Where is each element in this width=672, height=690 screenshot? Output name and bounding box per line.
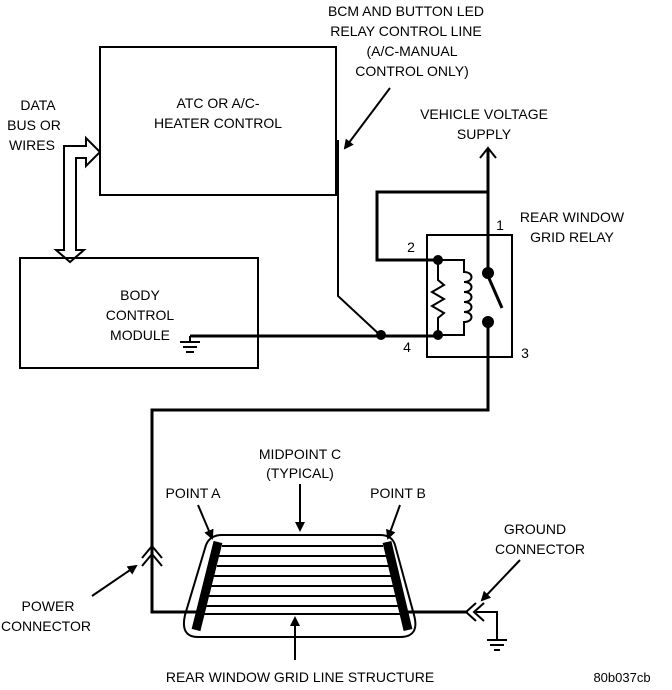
point-b-label: POINT B [370,485,426,501]
data-bus-arrow [53,135,102,264]
relay-label-2: GRID RELAY [530,229,614,245]
pin-2-label: 2 [407,239,415,255]
ground-icon [487,639,507,651]
ground-label-1: GROUND [504,521,566,537]
relay-coil [438,259,473,336]
relay-resistor [430,260,446,335]
control-line-label-3: (A/C-MANUAL [366,43,457,59]
midpoint-label-1: MIDPOINT C [259,446,341,462]
control-line-label-4: CONTROL ONLY) [355,63,469,79]
power-label-1: POWER [22,598,75,614]
grid-feed-wire [150,322,490,614]
figure-code: 80b037cb [593,670,650,685]
control-line-label-1: BCM AND BUTTON LED [328,3,484,19]
supply-label-2: SUPPLY [457,126,512,142]
atc-label-1: ATC OR A/C- [177,95,260,111]
bus-label-1: DATA [20,97,56,113]
contact-1 [482,267,494,279]
relay-control-wire [337,140,381,336]
ground-connector-pointer [480,559,521,602]
control-line-pointer [343,87,391,150]
bcm-label-1: BODY [120,287,160,303]
power-label-2: CONNECTOR [1,618,91,634]
grid-lines [203,545,403,615]
supply-label-1: VEHICLE VOLTAGE [420,106,548,122]
feed-loop-wire [375,190,488,262]
node-pin-2 [433,255,443,265]
point-a-label: POINT A [166,485,222,501]
atc-label-2: HEATER CONTROL [154,115,282,131]
bcm-label-2: CONTROL [106,307,175,323]
midpoint-label-2: (TYPICAL) [266,465,334,481]
bcm-ground-icon [180,336,200,353]
bus-bar-right [382,540,413,632]
control-line-label-2: RELAY CONTROL LINE [330,23,481,39]
ground-wire [476,611,498,640]
bcm-label-3: MODULE [110,327,170,343]
point-b-pointer [386,504,401,540]
bus-label-3: WIRES [9,137,55,153]
ground-connector-icon [464,602,485,622]
pin-4-label: 4 [403,339,411,355]
relay-label-1: REAR WINDOW [520,209,625,225]
power-connector-pointer [91,564,138,597]
ground-label-2: CONNECTOR [495,541,585,557]
relay-switch-arm [486,275,504,309]
atc-control-box [99,46,337,196]
bus-bar-left [191,540,223,632]
power-connector-icon [141,544,163,567]
point-a-pointer [197,504,214,540]
body-control-module-box [19,257,259,369]
rear-window-grid-relay [426,234,513,358]
pin-3-label: 3 [521,345,529,361]
pin-1-label: 1 [496,217,504,233]
grid-structure-label: REAR WINDOW GRID LINE STRUCTURE [166,669,434,685]
bus-label-2: BUS OR [7,117,61,133]
